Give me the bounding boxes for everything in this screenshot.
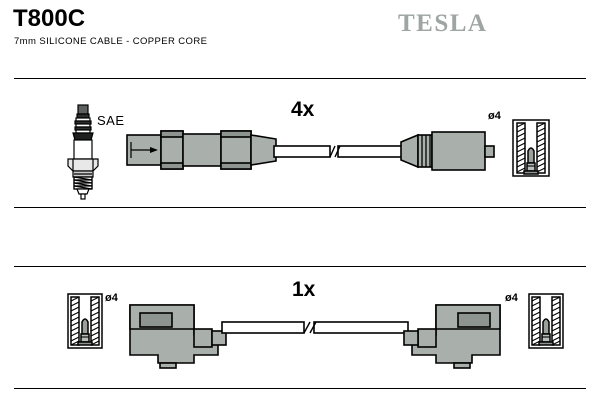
tesla-brand-logo: TESLA	[398, 10, 488, 37]
top-left-boot	[126, 128, 301, 174]
cable-break-symbol	[329, 145, 341, 158]
bottom-cable	[221, 318, 409, 336]
bottom-right-angle-boot	[402, 303, 502, 371]
top-right-boot	[400, 126, 498, 176]
divider-rule-top	[14, 78, 586, 79]
bottom-assembly-quantity-label: 1x	[292, 278, 316, 301]
part-number-title: T800C	[13, 5, 86, 32]
bottom-left-terminal-dim-label: ø4	[105, 292, 118, 304]
sae-standard-label: SAE	[97, 113, 125, 128]
spark-plug-illustration	[60, 104, 106, 200]
divider-rule-bottom	[14, 388, 586, 389]
bottom-left-terminal-cross-section	[66, 292, 104, 350]
top-assembly-quantity-label: 4x	[291, 98, 315, 121]
bottom-left-angle-boot	[128, 303, 228, 371]
divider-rule-mid-upper	[14, 207, 586, 208]
top-cable	[273, 142, 411, 160]
cable-break-symbol	[303, 321, 317, 334]
bottom-right-terminal-dim-label: ø4	[505, 292, 518, 304]
part-description: 7mm SILICONE CABLE - COPPER CORE	[14, 36, 208, 47]
top-terminal-cross-section	[511, 118, 551, 178]
top-terminal-dim-label: ø4	[488, 110, 501, 122]
divider-rule-mid-lower	[14, 266, 586, 267]
bottom-right-terminal-cross-section	[527, 292, 565, 350]
